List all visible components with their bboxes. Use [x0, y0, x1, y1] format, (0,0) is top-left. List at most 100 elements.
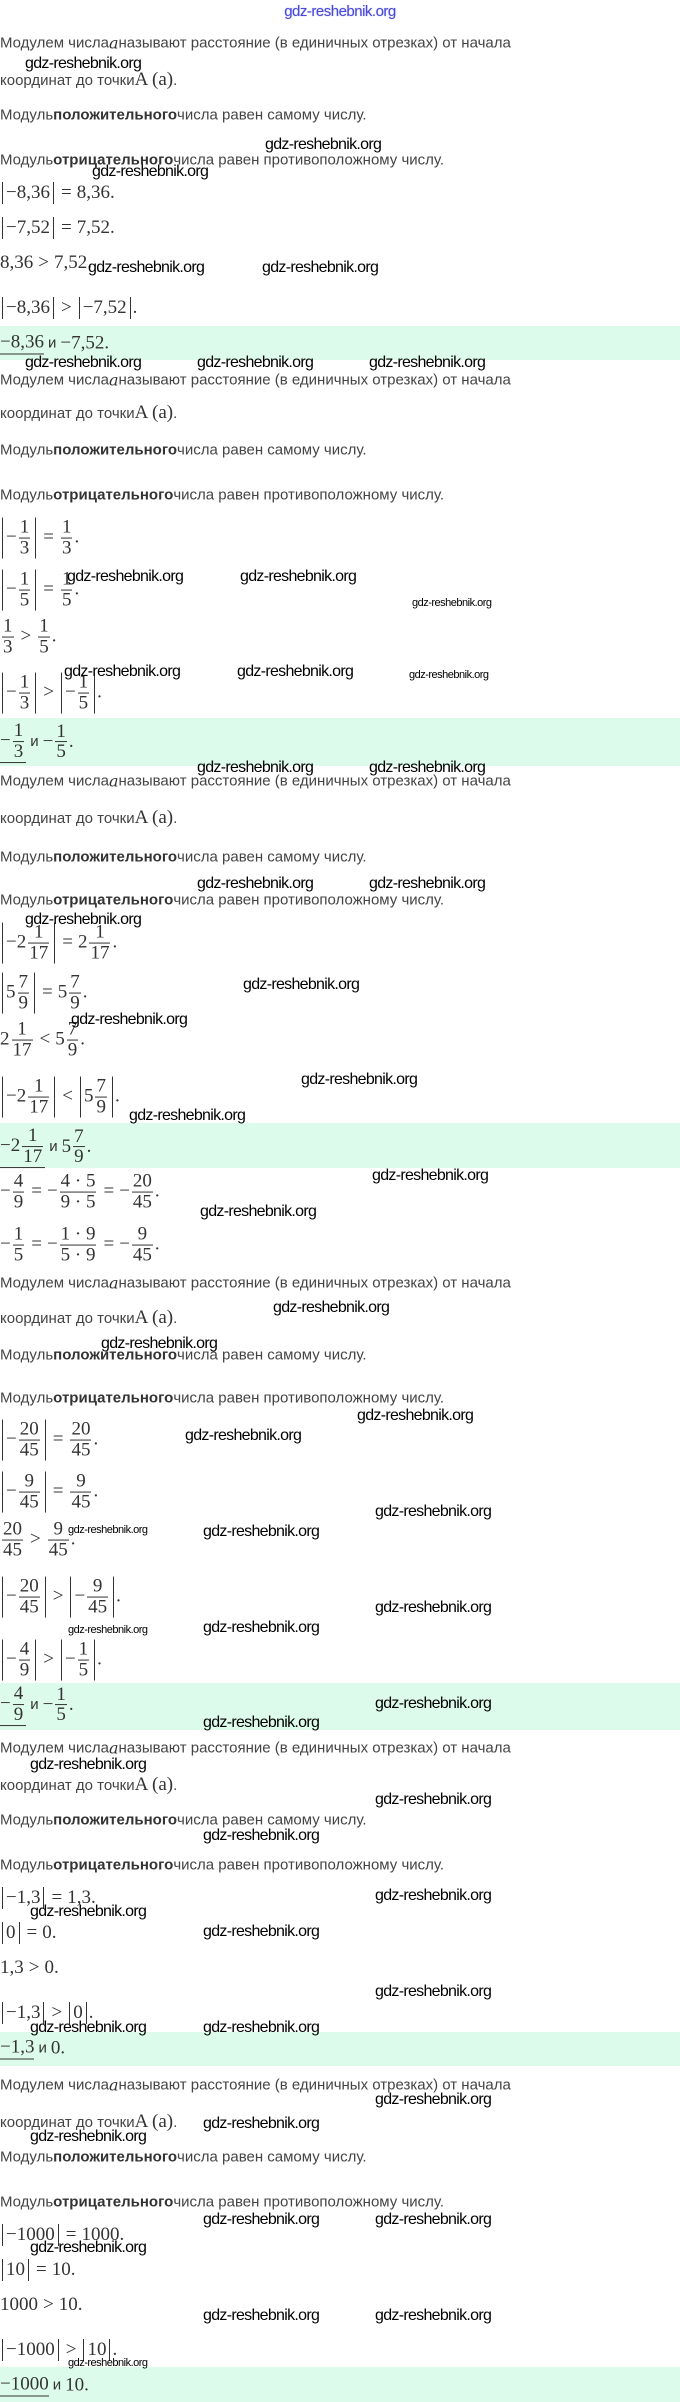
- denominator: 45: [87, 1596, 109, 1618]
- definition-line-1: Модулем числа a называют расстояние (в е…: [0, 1274, 511, 1293]
- watermark: gdz-reshebnik.org: [68, 1524, 148, 1536]
- point-a: A (a): [134, 402, 174, 423]
- numerator: 1: [56, 720, 66, 742]
- math-number: .: [74, 579, 80, 600]
- definition-text: Модулем числа: [0, 1739, 109, 1757]
- rule-bold: положительного: [53, 106, 178, 124]
- absolute-value: 10: [83, 2339, 111, 2361]
- math-number: .: [88, 2002, 94, 2023]
- answer-first: −1000: [0, 2374, 49, 2397]
- point-a: A (a): [134, 2111, 174, 2132]
- variable-a: a: [108, 771, 119, 791]
- watermark: gdz-reshebnik.org: [237, 663, 354, 680]
- absolute-value: −8,36: [2, 182, 54, 204]
- denominator: 45: [18, 1491, 40, 1513]
- rule-text: числа равен самому числу.: [177, 2148, 367, 2166]
- definition-text: .: [173, 1309, 178, 1327]
- absolute-value: 10: [2, 2259, 29, 2281]
- rule-text: числа равен противоположному числу.: [173, 1856, 445, 1874]
- minus-sign: −: [6, 1586, 17, 1607]
- numerator: 1: [3, 615, 13, 637]
- absolute-value: −1000: [2, 2339, 59, 2361]
- minus-sign: −: [6, 1649, 17, 1670]
- math-number: .: [70, 1529, 76, 1550]
- math-operator: =: [60, 182, 72, 203]
- math-operator: >: [52, 1586, 64, 1607]
- math-number: 0: [73, 2002, 83, 2023]
- numerator: 1 · 9: [60, 1223, 96, 1245]
- watermark: gdz-reshebnik.org: [30, 2019, 147, 2036]
- watermark: gdz-reshebnik.org: [357, 1407, 474, 1424]
- definition-text: Модулем числа: [0, 371, 109, 389]
- math-operator: =: [51, 1887, 63, 1908]
- absolute-value: −1000: [2, 2224, 59, 2246]
- watermark: gdz-reshebnik.org: [262, 259, 379, 276]
- math-number: −8,36: [6, 297, 50, 318]
- minus-sign: −: [6, 1481, 17, 1502]
- math-number: .: [132, 297, 138, 318]
- denominator: 45: [18, 1439, 40, 1461]
- numerator: 4: [13, 1683, 24, 1705]
- watermark: gdz-reshebnik.org: [88, 259, 205, 276]
- watermark: gdz-reshebnik.org: [25, 354, 142, 371]
- denominator: 5: [55, 741, 67, 763]
- math-operator: =: [60, 217, 72, 238]
- minus-sign: −: [6, 682, 17, 703]
- numerator: 9: [92, 1575, 103, 1597]
- rule-bold: положительного: [53, 2148, 178, 2166]
- definition-line-2: координат до точки A (a).: [0, 402, 177, 424]
- numerator: 1: [19, 516, 30, 538]
- definition-text: координат до точки: [0, 2113, 135, 2131]
- math-operator: =: [43, 527, 54, 548]
- math-number: 0.: [42, 1922, 57, 1943]
- math-number: 8,36: [0, 252, 34, 273]
- numerator: 1: [17, 1018, 27, 1040]
- rule-text: Модуль: [0, 486, 54, 504]
- minus-sign: −: [64, 682, 76, 703]
- watermark: gdz-reshebnik.org: [375, 2211, 492, 2228]
- minus-sign: −: [0, 1234, 11, 1255]
- watermark: gdz-reshebnik.org: [200, 1203, 317, 1220]
- math-number: .: [154, 1234, 160, 1255]
- whole-part: 2: [16, 932, 27, 953]
- watermark: gdz-reshebnik.org: [409, 669, 489, 681]
- math-number: −8,36: [0, 331, 44, 353]
- minus-sign: −: [0, 1693, 11, 1715]
- definition-text: Модулем числа: [0, 772, 109, 790]
- denominator: 17: [28, 942, 50, 964]
- rule-text: числа равен самому числу.: [177, 106, 367, 124]
- variable-a: a: [108, 2075, 119, 2095]
- denominator: 5: [18, 589, 31, 611]
- math-operator: =: [62, 932, 73, 953]
- numerator: 1: [13, 720, 24, 742]
- definition-text: называют расстояние (в единичных отрезка…: [118, 34, 511, 52]
- watermark: gdz-reshebnik.org: [375, 2307, 492, 2324]
- numerator: 7: [67, 1018, 78, 1040]
- answer-highlight: [0, 326, 680, 360]
- solution-step: −7,52=7,52.: [0, 217, 115, 239]
- definition-text: называют расстояние (в единичных отрезка…: [118, 1274, 511, 1292]
- watermark: gdz-reshebnik.org: [369, 354, 486, 371]
- minus-sign: −: [42, 731, 54, 752]
